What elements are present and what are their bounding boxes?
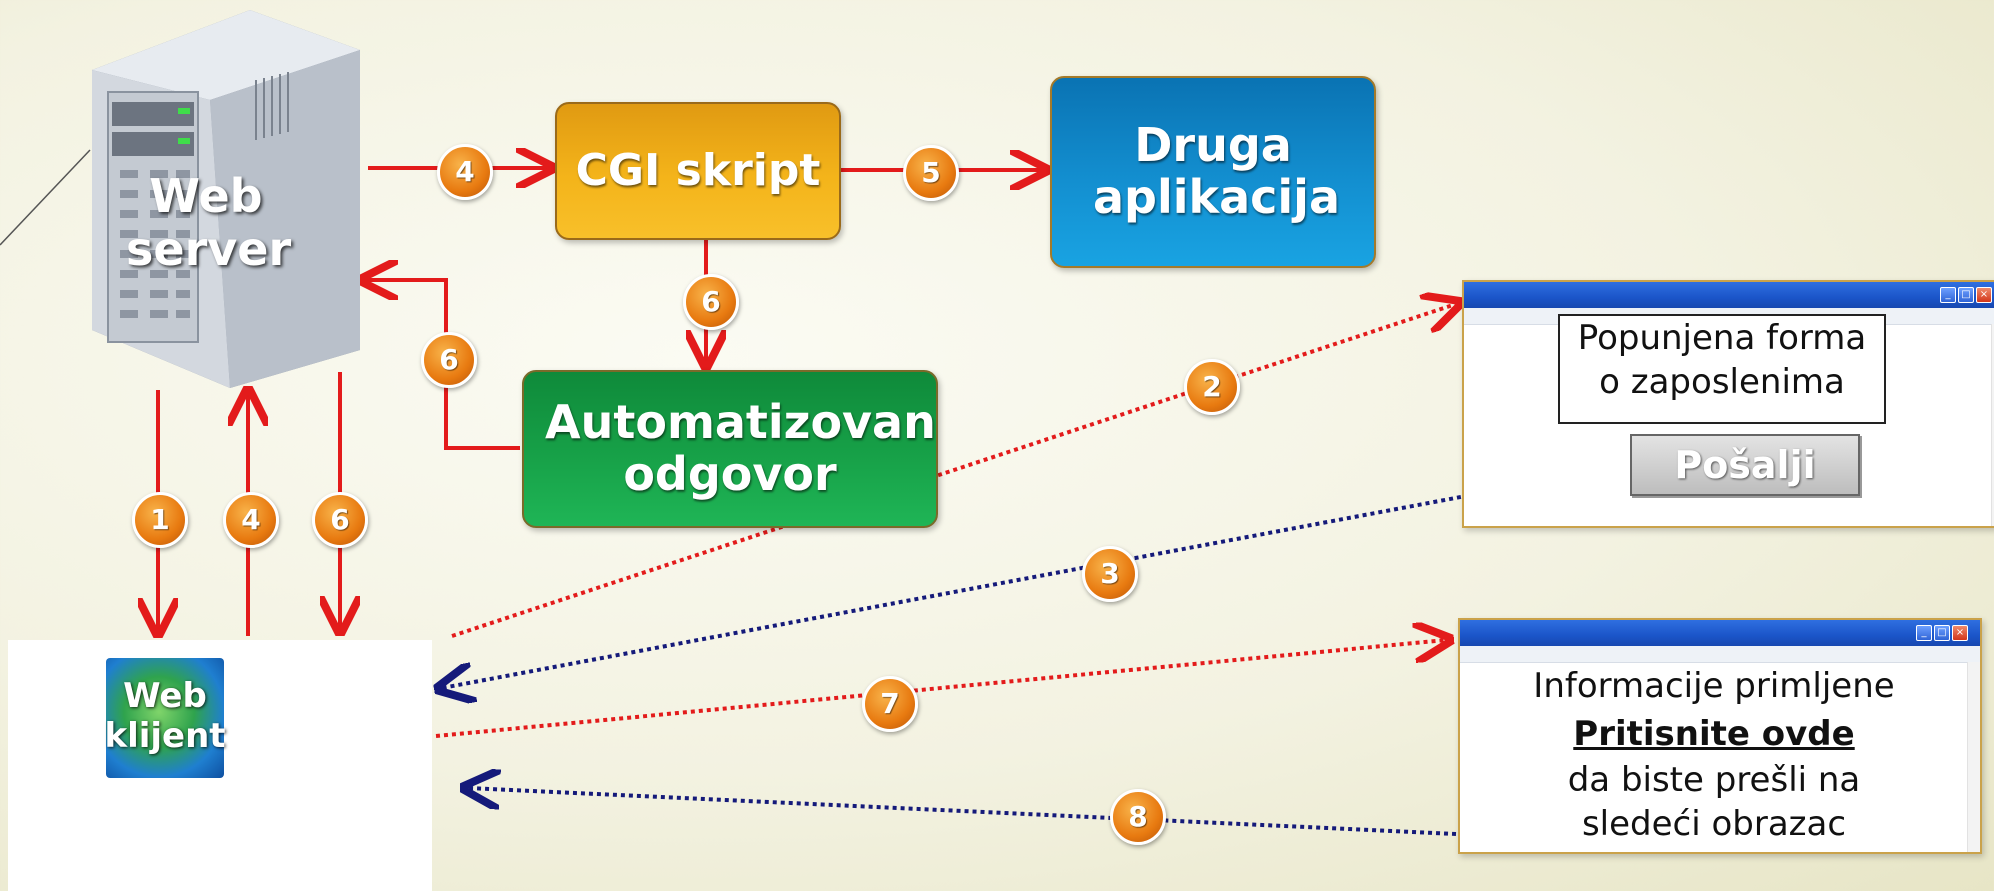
response-line-3: da biste prešli na [1567,760,1861,800]
close-icon[interactable]: × [1976,287,1992,303]
response-line-1: Informacije primljene [1533,666,1895,706]
arrow-3-dotted [442,464,1627,688]
form-text-line-1: Popunjena forma [1577,318,1867,358]
web-client-label: Web klijent [104,676,226,756]
employee-form-window: _ □ × Popunjena forma o zaposlenima Poša… [1462,280,1994,528]
window-titlebar: _ □ × [1464,282,1994,308]
web-server-text: Web server [126,169,292,276]
arrow-8-dotted [468,788,1457,836]
other-application-label: Druga aplikacija [1093,118,1340,224]
window-menubar [1460,646,1980,663]
response-window: _ □ × Informacije primljene Pritisnite o… [1458,618,1982,854]
arrow-7-dotted [435,640,1446,738]
automatic-response-label: Automatizovan odgovor [545,395,936,501]
step-badge-6-left: 6 [421,332,477,388]
step-badge-3: 3 [1082,546,1138,602]
cgi-script-box: CGI skript [555,102,841,240]
web-client-globe-icon [106,658,224,778]
send-button[interactable]: Pošalji [1630,434,1860,496]
window-titlebar: _ □ × [1460,620,1980,646]
step-badge-8: 8 [1110,789,1166,845]
step-badge-6-bottom: 6 [312,492,368,548]
step-badge-6-top: 6 [683,274,739,330]
automatic-response-box: Automatizovan odgovor [522,370,938,528]
window-scrollbar[interactable] [1991,324,1994,526]
step-badge-5: 5 [903,145,959,201]
step-badge-7: 7 [862,676,918,732]
cgi-script-label: CGI skript [575,145,821,197]
decor-line [0,149,91,246]
minimize-icon[interactable]: _ [1940,287,1956,303]
maximize-icon[interactable]: □ [1934,625,1950,641]
close-icon[interactable]: × [1952,625,1968,641]
step-badge-2: 2 [1184,359,1240,415]
response-line-4: sledeći obrazac [1581,804,1847,844]
step-badge-4-left: 4 [223,492,279,548]
other-application-box: Druga aplikacija [1050,76,1376,268]
window-scrollbar[interactable] [1967,662,1980,852]
next-form-link[interactable]: Pritisnite ovde [1573,714,1855,754]
step-badge-4-top: 4 [437,144,493,200]
step-badge-1: 1 [132,492,188,548]
minimize-icon[interactable]: _ [1916,625,1932,641]
arrow-2-dotted [451,304,1456,638]
maximize-icon[interactable]: □ [1958,287,1974,303]
server-tower-image [92,10,360,388]
filled-form-box: Popunjena forma o zaposlenima [1558,314,1886,424]
web-server-label: Web server [126,170,291,276]
form-text-line-2: o zaposlenima [1599,362,1845,402]
